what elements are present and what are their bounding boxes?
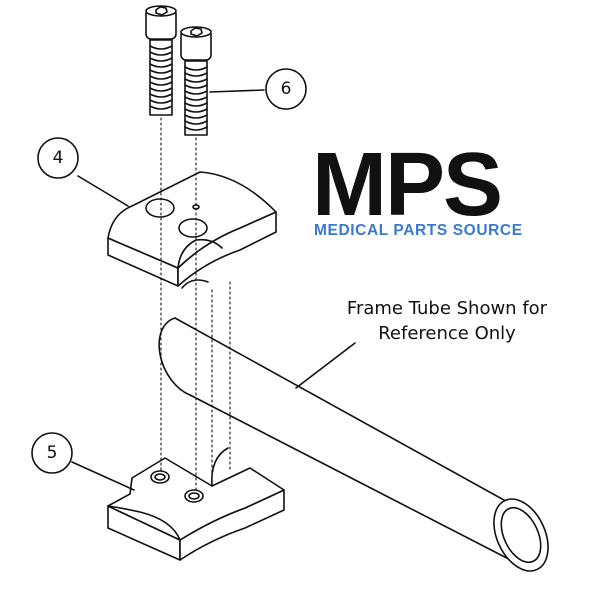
screw-left [145,5,177,116]
reference-note: Frame Tube Shown for Reference Only [312,296,582,346]
frame-tube [158,317,549,572]
lower-clamp-block [107,447,285,561]
reference-note-line-1: Frame Tube Shown for [346,298,548,319]
callout-label-6: 6 [280,79,292,99]
leader-line-4 [77,175,129,207]
callout-circle-5 [31,432,73,474]
reference-leader-line [295,342,356,389]
callout-circle-4 [37,137,79,179]
brand-logo-mps: MPS [312,135,503,235]
brand-logo-tagline: MEDICAL PARTS SOURCE [314,222,523,239]
callout-circle-6 [265,68,307,110]
callout-label-5: 5 [46,443,58,463]
leader-line-5 [71,461,135,491]
upper-clamp-block [107,171,277,289]
assembly-centerlines [160,117,231,491]
reference-note-line-2: Reference Only [378,323,516,344]
callout-label-4: 4 [52,148,64,168]
screw-right [180,26,212,136]
leader-line-6 [209,89,265,93]
